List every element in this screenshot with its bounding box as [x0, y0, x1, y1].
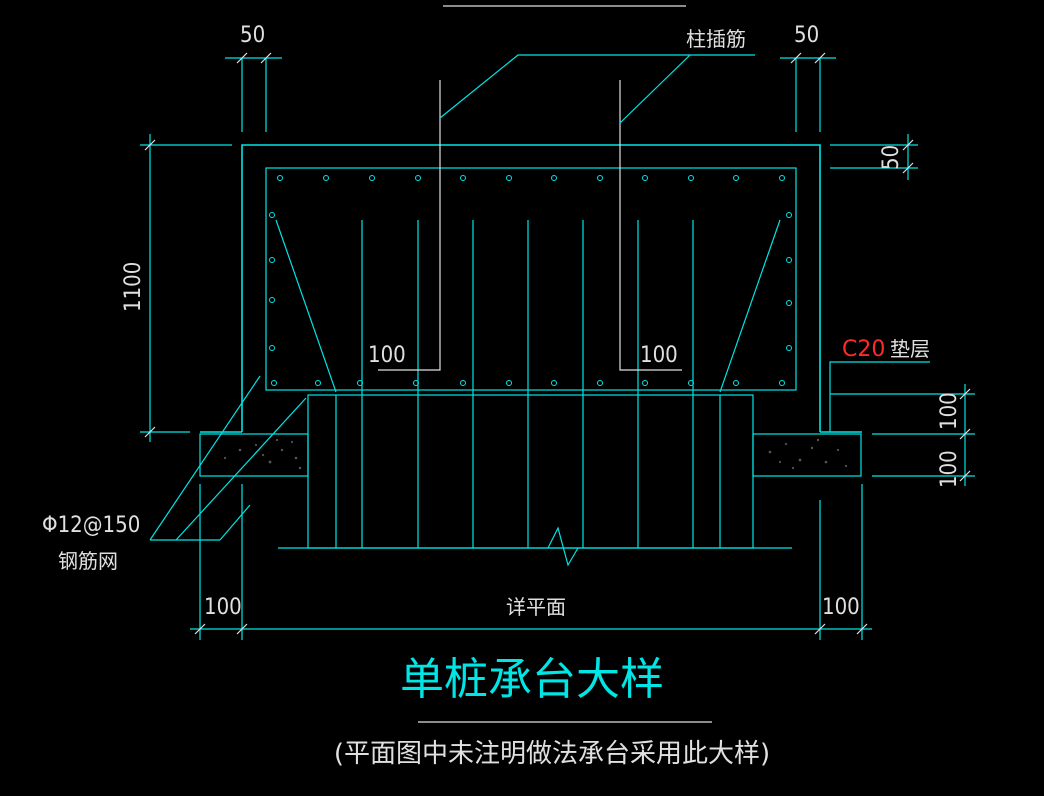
- pile-body: [278, 394, 792, 567]
- cushion-layer: [199, 433, 862, 477]
- label-rebar-mesh: 钢筋网: [58, 549, 118, 573]
- dim-top-right-50: 50: [794, 23, 819, 48]
- rebar-cage: [265, 167, 797, 393]
- top-rebar-dots: [277, 175, 785, 181]
- label-detail-plan: 详平面: [506, 595, 566, 619]
- drawing-title: 单桩承台大样: [400, 654, 664, 705]
- dim-bottom-left-100: 100: [204, 595, 242, 620]
- cap-vertical-bars: [361, 220, 694, 548]
- label-cushion-layer: 垫层: [890, 337, 930, 361]
- dim-inner-left-100: 100: [368, 343, 406, 368]
- column-dowel-bars: [378, 80, 682, 371]
- dim-right-100-lower: 100: [937, 450, 962, 488]
- side-rebar-dots: [269, 212, 792, 351]
- dim-inner-right-100: 100: [640, 343, 678, 368]
- dim-bottom-right-100: 100: [822, 595, 860, 620]
- drawing-subtitle: (平面图中未注明做法承台采用此大样): [334, 739, 770, 769]
- leader-lines: [149, 54, 755, 541]
- dim-top-left-50: 50: [240, 23, 265, 48]
- break-symbol: [547, 526, 579, 567]
- dim-right-100-upper: 100: [937, 392, 962, 430]
- dim-right-50: 50: [879, 145, 904, 170]
- label-column-rebar: 柱插筋: [686, 27, 746, 51]
- dimension-lines: [140, 52, 975, 640]
- pile-cap-outline: [200, 144, 862, 433]
- label-rebar-spec: Φ12@150: [42, 513, 140, 538]
- dim-left-1100: 1100: [121, 262, 146, 312]
- label-concrete-grade: C20: [842, 337, 885, 362]
